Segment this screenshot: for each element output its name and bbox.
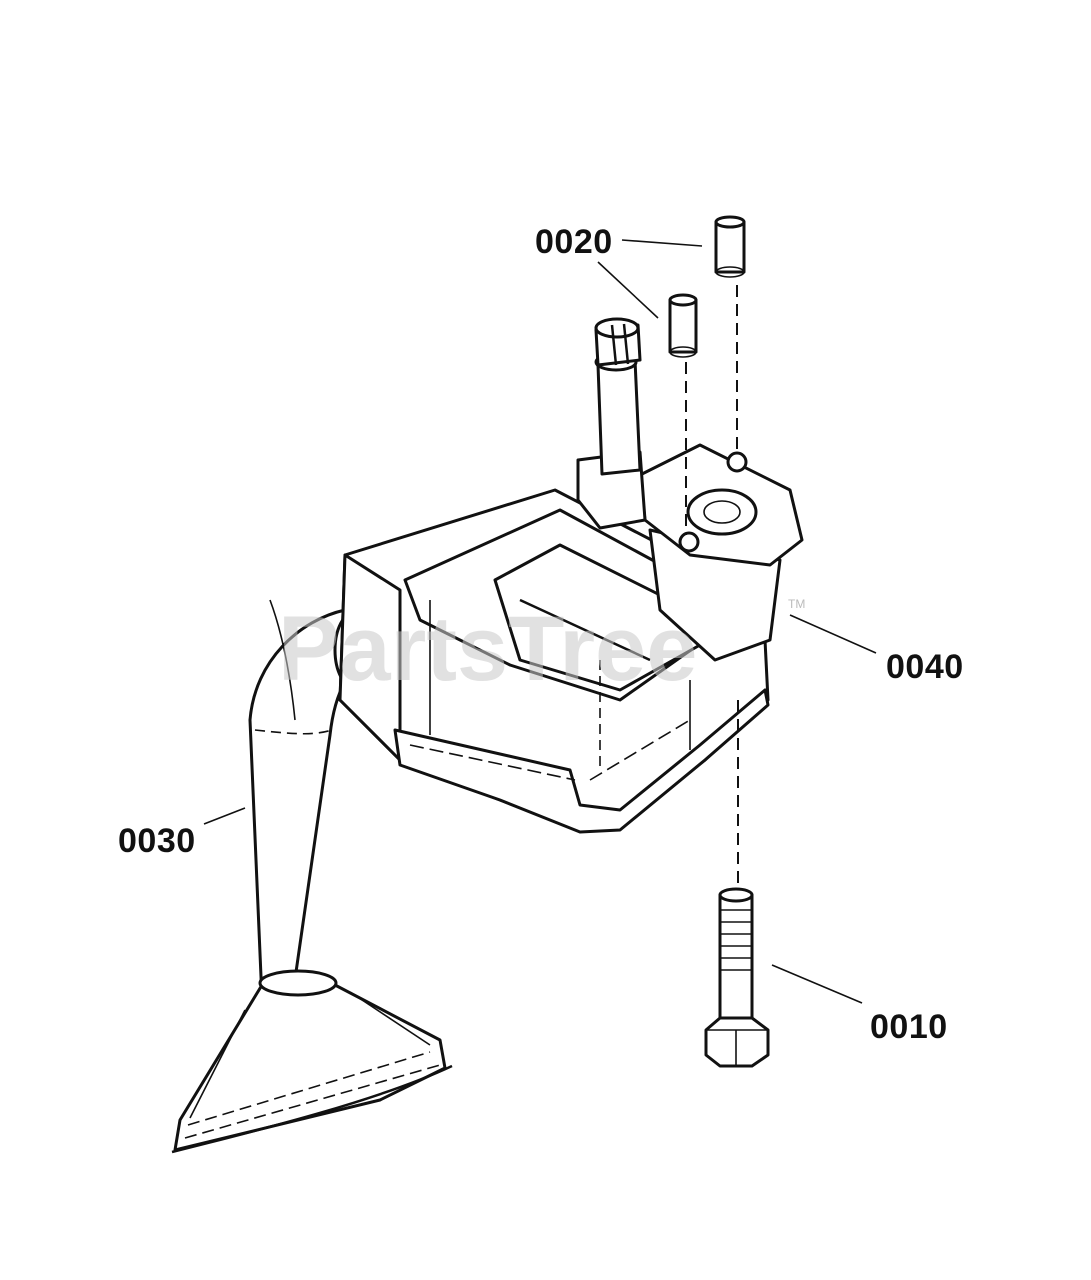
callout-0040: 0040 <box>886 648 964 686</box>
assembly-centerlines <box>685 285 739 885</box>
pump-body-part <box>338 317 804 834</box>
watermark-trademark: TM <box>788 597 805 611</box>
leader-lines <box>203 239 877 1004</box>
callout-labels: 0020 0040 0030 0010 <box>118 223 964 1046</box>
bolt-part <box>704 887 770 1068</box>
dowel-pins-part <box>668 215 746 358</box>
callout-0030: 0030 <box>118 822 196 860</box>
watermark: PartsTree TM <box>278 597 805 700</box>
callout-0020: 0020 <box>535 223 613 261</box>
callout-0010: 0010 <box>870 1008 948 1046</box>
watermark-text: PartsTree <box>278 598 697 700</box>
